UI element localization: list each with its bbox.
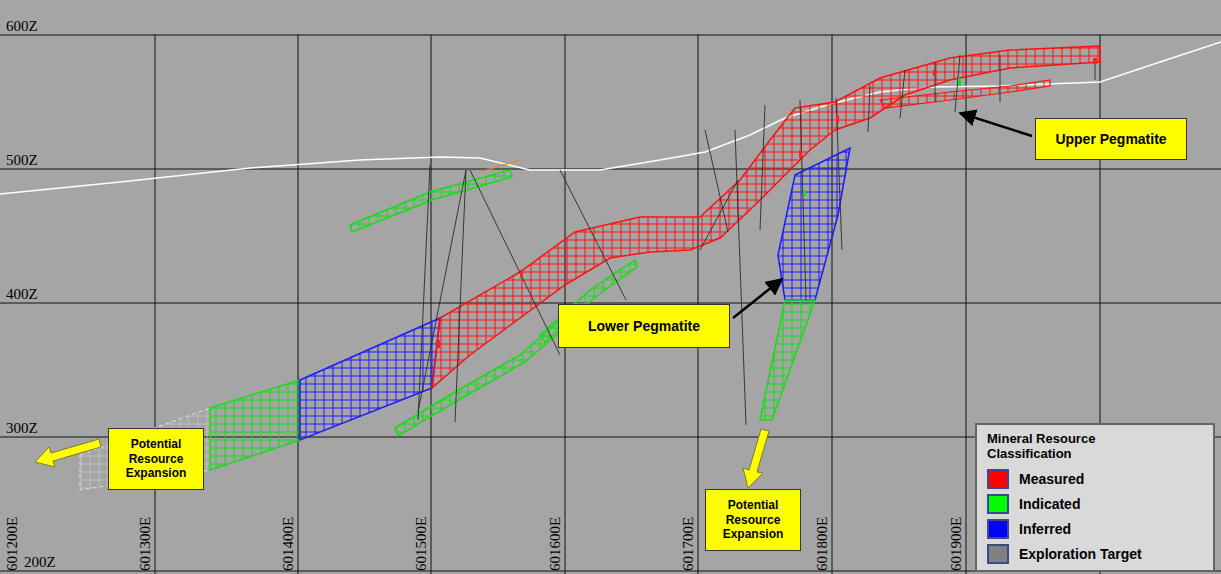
- legend-box: Mineral Resource ClassificationMeasuredI…: [975, 423, 1215, 572]
- callout-box: Lower Pegmatite: [558, 304, 730, 348]
- legend-text: Inferred: [1019, 521, 1071, 537]
- expansion-arrow: [743, 429, 769, 488]
- legend-swatch: [987, 469, 1009, 489]
- grid: [0, 35, 1221, 574]
- orange-trace: [480, 160, 520, 172]
- elevation-label: 500Z: [6, 152, 38, 168]
- callout-text: Potential Resource Expansion: [706, 495, 800, 544]
- legend-row: Inferred: [987, 519, 1203, 539]
- elevation-label: 300Z: [6, 420, 38, 436]
- callout-box: Potential Resource Expansion: [705, 489, 801, 551]
- easting-label: 601900E: [948, 517, 964, 571]
- assay-markers: [437, 58, 1097, 348]
- legend-row: Indicated: [987, 494, 1203, 514]
- easting-label: 601300E: [137, 517, 153, 571]
- easting-label: 601800E: [814, 517, 830, 571]
- easting-label: 601600E: [547, 517, 563, 571]
- easting-label: 601200E: [4, 517, 20, 571]
- callout-box: Potential Resource Expansion: [108, 428, 204, 490]
- easting-label: 601700E: [680, 517, 696, 571]
- elevation-label: 400Z: [6, 286, 38, 302]
- legend-row: Exploration Target: [987, 544, 1203, 564]
- legend-text: Measured: [1019, 471, 1084, 487]
- leader-arrow: [960, 113, 1032, 136]
- legend-swatch: [987, 544, 1009, 564]
- callout-box: Upper Pegmatite: [1035, 118, 1187, 160]
- callout-text: Lower Pegmatite: [583, 315, 705, 338]
- legend-title: Mineral Resource Classification: [987, 431, 1203, 464]
- easting-label: 601400E: [280, 517, 296, 571]
- legend-swatch: [987, 519, 1009, 539]
- easting-label: 601500E: [413, 517, 429, 571]
- pegmatite-bodies: [80, 46, 1100, 490]
- elevation-label: 200Z: [24, 554, 56, 570]
- leader-arrow: [733, 279, 782, 318]
- callout-text: Potential Resource Expansion: [109, 434, 203, 483]
- callout-text: Upper Pegmatite: [1050, 128, 1171, 151]
- legend-text: Indicated: [1019, 496, 1080, 512]
- legend-row: Measured: [987, 469, 1203, 489]
- expansion-arrow: [35, 439, 101, 467]
- legend-swatch: [987, 494, 1009, 514]
- legend-text: Exploration Target: [1019, 546, 1142, 562]
- elevation-label: 600Z: [6, 18, 38, 34]
- drill-holes: [418, 55, 1095, 425]
